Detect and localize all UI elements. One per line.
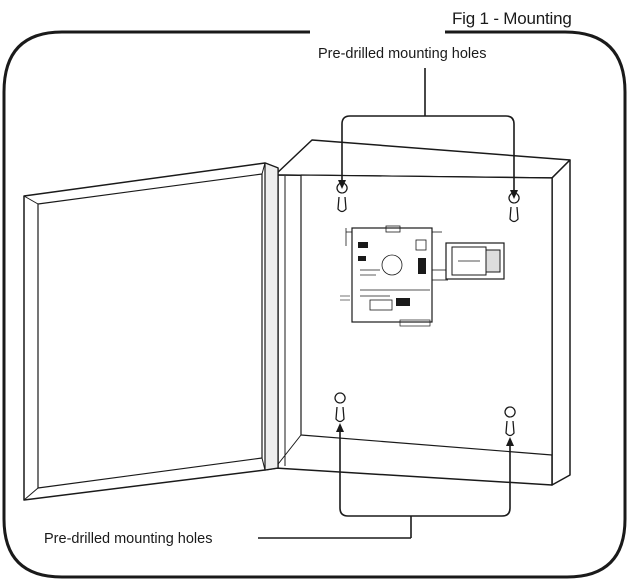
door-inner-panel [37,173,263,489]
enclosure-door [23,162,279,501]
circuit-board [340,225,448,327]
box-right-side [551,159,571,486]
mounting-hole-bottom-left [334,392,346,423]
top-callout-bracket [338,68,518,199]
bottom-callout-label: Pre-drilled mounting holes [44,531,213,547]
mounting-hole-bottom-right [504,406,516,437]
bottom-callout-bracket [258,423,514,539]
transformer [445,242,505,280]
top-callout-label: Pre-drilled mounting holes [318,46,487,62]
mounting-hole-top-right [508,192,520,223]
figure-frame [2,30,627,579]
box-top-rim [274,139,571,179]
door-edge [264,162,279,471]
figure-title: Fig 1 - Mounting [452,9,572,28]
